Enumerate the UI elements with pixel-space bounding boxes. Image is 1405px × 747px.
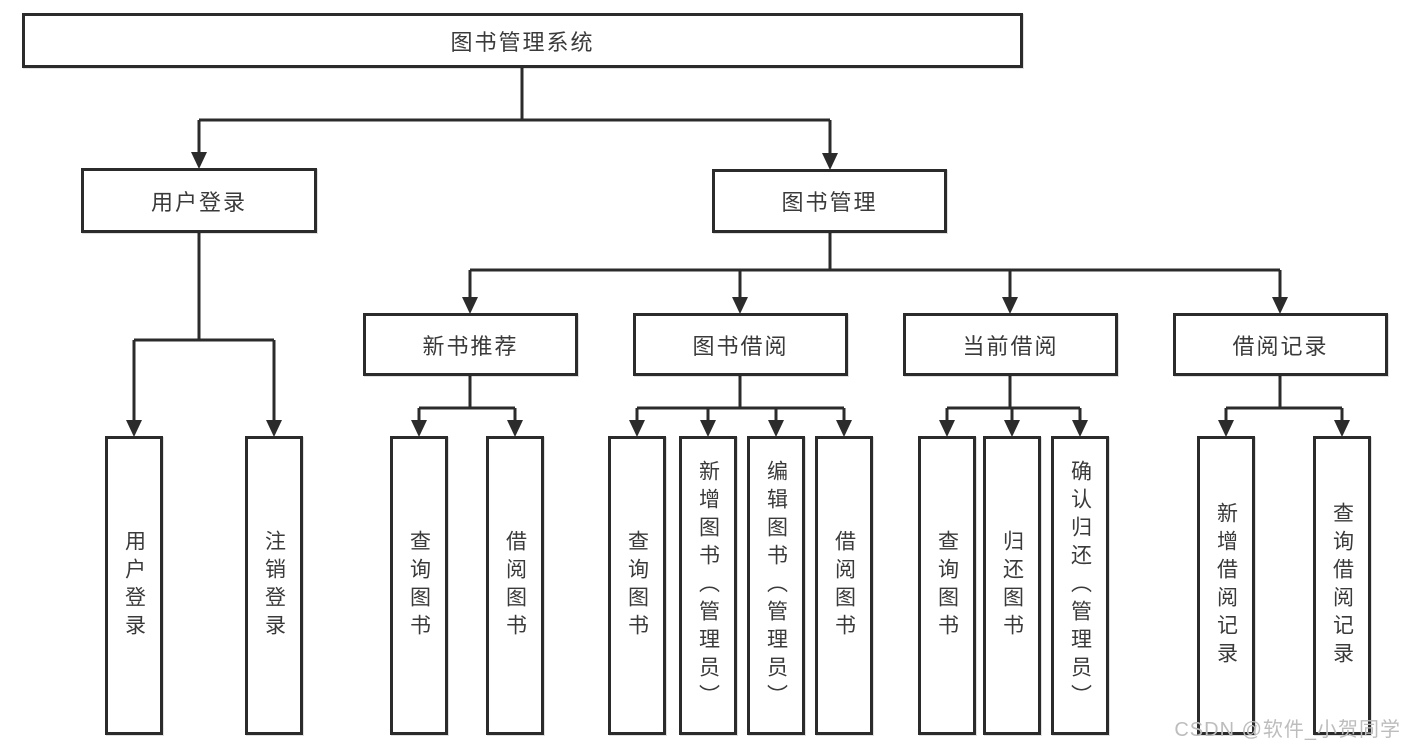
arrowhead	[768, 420, 784, 437]
leaf-borrow-books-borrow: 借阅图书	[815, 436, 873, 735]
arrowhead	[1002, 297, 1018, 314]
connector-paths	[132, 68, 1344, 421]
arrowhead	[462, 297, 478, 314]
arrowhead	[126, 420, 142, 437]
csdn-watermark: CSDN @软件_小贺同学	[1174, 719, 1401, 741]
arrowhead	[411, 420, 427, 437]
leaf-confirm-return-admin: 确认归还（管理员）	[1051, 436, 1109, 735]
node-book-management: 图书管理	[712, 169, 947, 233]
leaf-borrow-books-recommend: 借阅图书	[486, 436, 544, 735]
leaf-query-borrow-record: 查询借阅记录	[1313, 436, 1371, 735]
leaf-return-book: 归还图书	[983, 436, 1041, 735]
arrowhead	[507, 420, 523, 437]
leaf-add-borrow-record: 新增借阅记录	[1197, 436, 1255, 735]
arrowhead	[822, 153, 838, 170]
leaf-edit-book-admin: 编辑图书（管理员）	[747, 436, 805, 735]
connector-line-group	[132, 68, 1344, 421]
leaf-logout: 注销登录	[245, 436, 303, 735]
node-root: 图书管理系统	[22, 13, 1023, 68]
leaf-add-book-admin: 新增图书（管理员）	[679, 436, 737, 735]
leaf-user-login: 用户登录	[105, 436, 163, 735]
arrowhead	[732, 297, 748, 314]
leaf-query-books-current: 查询图书	[918, 436, 976, 735]
arrowhead-group	[126, 152, 1350, 437]
node-borrow-records: 借阅记录	[1173, 313, 1388, 376]
arrowhead	[1218, 420, 1234, 437]
arrowhead	[266, 420, 282, 437]
arrowhead	[1334, 420, 1350, 437]
leaf-query-books-borrow: 查询图书	[608, 436, 666, 735]
node-user-login: 用户登录	[81, 168, 317, 233]
arrowhead	[1272, 297, 1288, 314]
arrowhead	[629, 420, 645, 437]
arrowhead	[700, 420, 716, 437]
arrowhead	[191, 152, 207, 169]
node-new-book-recommend: 新书推荐	[363, 313, 578, 376]
node-current-borrow: 当前借阅	[903, 313, 1118, 376]
arrowhead	[939, 420, 955, 437]
node-book-borrow: 图书借阅	[633, 313, 848, 376]
leaf-query-books-recommend: 查询图书	[390, 436, 448, 735]
arrowhead	[1004, 420, 1020, 437]
arrowhead	[1072, 420, 1088, 437]
arrowhead	[836, 420, 852, 437]
